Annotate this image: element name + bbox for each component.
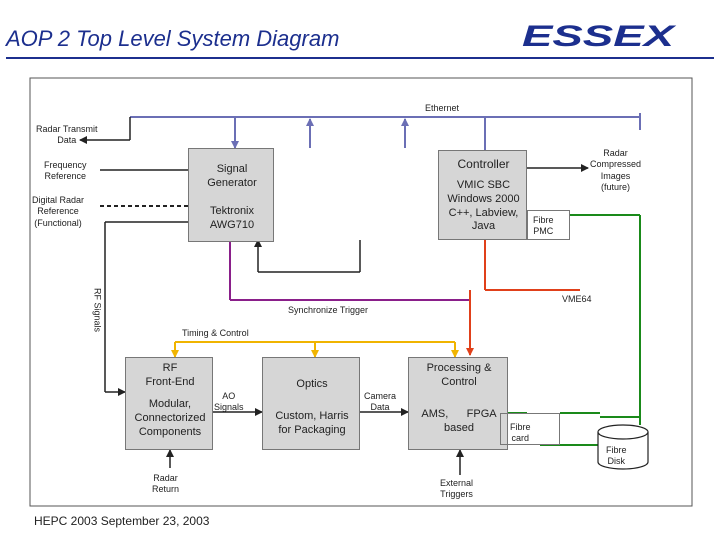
optics-body: Custom, Harris for Packaging <box>275 410 349 436</box>
rf-title: RF Front-End <box>145 362 195 388</box>
tektronix-label: Tektronix AWG710 <box>209 205 255 231</box>
fibre-disk-shape <box>597 424 649 470</box>
fibre-pmc-label: Fibre PMC <box>533 215 554 237</box>
footer-text: HEPC 2003 September 23, 2003 <box>34 514 210 528</box>
rf-body: Modular, Connectorized Components <box>134 398 206 438</box>
timing-control-label: Timing & Control <box>182 328 249 338</box>
rf-front-end-box: RF Front-End Modular, Connectorized Comp… <box>125 357 213 450</box>
fibre-card-label: Fibre card <box>510 422 531 444</box>
fibre-disk-label: Fibre Disk <box>606 445 627 467</box>
fibre-lines <box>500 214 641 446</box>
processing-control-box: Processing & Control AMS, FPGA based <box>408 357 508 450</box>
camera-data-label: Camera Data <box>364 391 397 413</box>
page-title: AOP 2 Top Level System Diagram <box>6 26 340 51</box>
synchronize-trigger-label: Synchronize Trigger <box>288 305 369 315</box>
processing-title: Processing & Control <box>426 362 492 388</box>
essex-logo: ESSEX <box>522 20 677 52</box>
ethernet-bus <box>130 116 640 150</box>
radar-return-label: Radar Return <box>152 473 180 495</box>
logo-text: ESSEX <box>522 20 677 52</box>
optics-box: Optics Custom, Harris for Packaging <box>262 357 360 450</box>
signal-generator-box: Signal Generator Tektronix AWG710 <box>188 148 274 242</box>
controller-title: Controller <box>457 157 510 171</box>
external-triggers-label: External Triggers <box>440 478 474 500</box>
radar-transmit-label: Radar Transmit Data <box>36 124 98 146</box>
diagram-frame <box>29 77 693 507</box>
ethernet-label: Ethernet <box>425 103 460 113</box>
fibre-card-box <box>500 413 560 445</box>
optics-title: Optics <box>296 378 328 390</box>
ao-signals-label: AO Signals <box>214 391 244 413</box>
signal-generator-title: Signal Generator <box>207 163 257 189</box>
timing-control-line <box>171 341 459 358</box>
rf-signals-label: RF Signals <box>92 288 103 333</box>
processing-body: AMS, FPGA based <box>421 408 497 434</box>
vme64-line <box>466 240 580 356</box>
fibre-pmc-box <box>527 210 570 240</box>
sync-trigger-line <box>229 242 470 301</box>
controller-body: VMIC SBC Windows 2000 C++, Labview, Java <box>447 179 520 233</box>
controller-box: Controller VMIC SBC Windows 2000 C++, La… <box>438 150 527 240</box>
radar-compressed-label: Radar Compressed Images (future) <box>590 148 642 192</box>
frequency-reference-label: Frequency Reference <box>44 160 87 182</box>
vme64-label: VME64 <box>562 294 592 304</box>
digital-radar-reference-label: Digital Radar Reference (Functional) <box>32 195 85 228</box>
rf-signals-line <box>104 221 190 396</box>
